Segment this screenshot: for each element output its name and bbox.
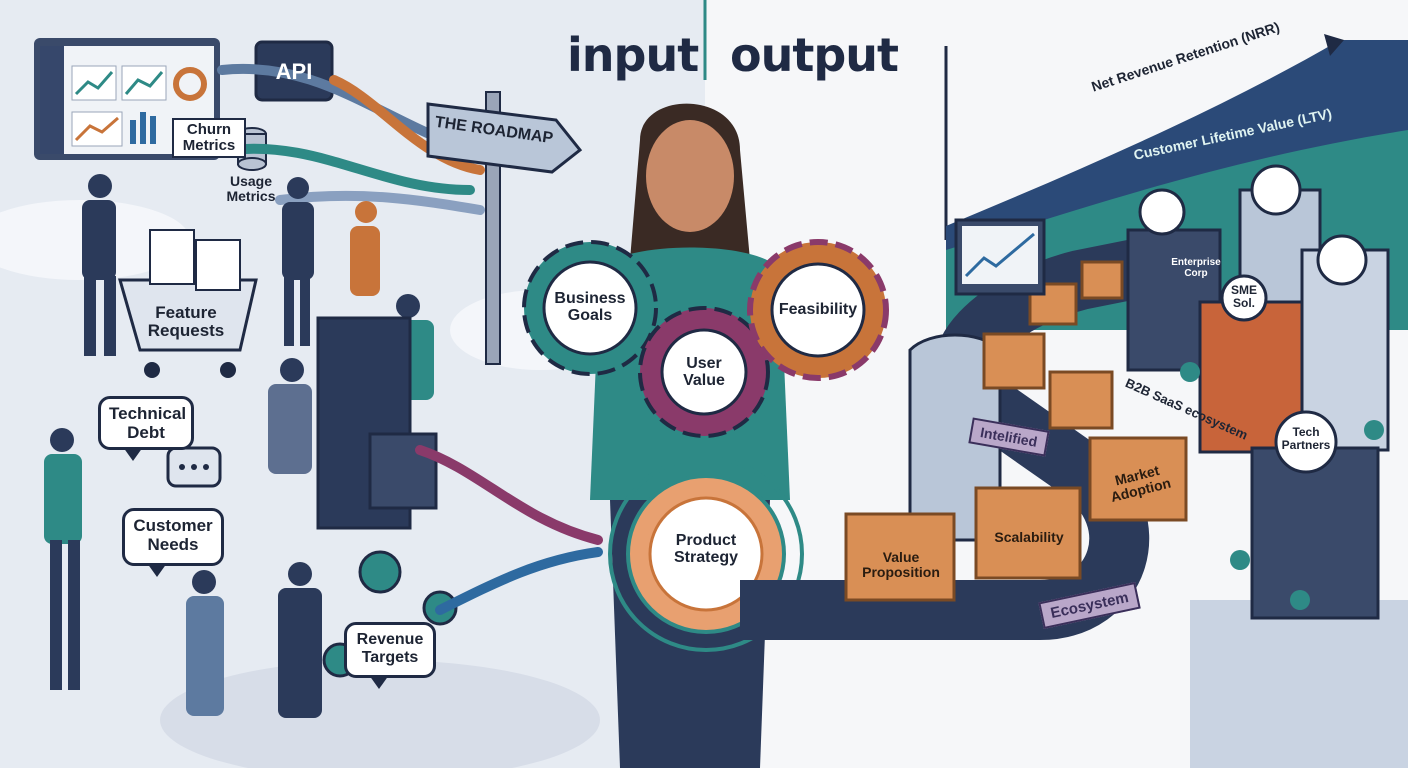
technical-debt-bubble: Technical Debt <box>98 396 194 461</box>
api-label: API <box>275 59 313 84</box>
usage-metrics-label: Usage Metrics <box>226 173 276 205</box>
box-label-scalability: Scalability <box>994 529 1064 545</box>
company-logo-icons <box>1138 164 1368 474</box>
product-strategy-label: Product Strategy <box>673 532 739 567</box>
customer-needs-bubble: Customer Needs <box>122 508 224 577</box>
gear-label-feasibility: Feasibility <box>778 301 858 318</box>
typing-bubble-icon <box>166 446 222 488</box>
buildings <box>1126 188 1390 620</box>
roadmap-signpost <box>426 91 583 365</box>
building-label-sme: SME Sol. <box>1230 283 1257 310</box>
building-label-tech-partners: Tech Partners <box>1281 425 1331 452</box>
box-label-value-proposition: Value Proposition <box>862 549 940 581</box>
trend-monitor <box>954 218 1046 296</box>
people-illustrations <box>44 174 434 718</box>
gear-business-goals <box>522 240 658 376</box>
gear-feasibility <box>747 239 889 381</box>
package-boxes <box>844 260 1188 602</box>
input-arrows <box>415 445 603 615</box>
trees <box>1180 362 1384 610</box>
output-heading: output <box>730 28 899 82</box>
gear-user-value <box>638 306 770 438</box>
revenue-targets-bubble: Revenue Targets <box>344 622 436 689</box>
code-monitor <box>316 316 438 530</box>
cloud <box>160 660 600 768</box>
churn-metrics-label: Churn Metrics <box>172 118 246 159</box>
input-heading: input <box>567 28 699 82</box>
gear-label-business-goals: Business Goals <box>554 290 626 325</box>
gear-label-user-value: User Value <box>683 355 725 390</box>
building-label-enterprise: Enterprise Corp <box>1171 257 1221 279</box>
feature-requests-label: Feature Requests <box>147 303 225 341</box>
feature-cart <box>118 229 258 378</box>
